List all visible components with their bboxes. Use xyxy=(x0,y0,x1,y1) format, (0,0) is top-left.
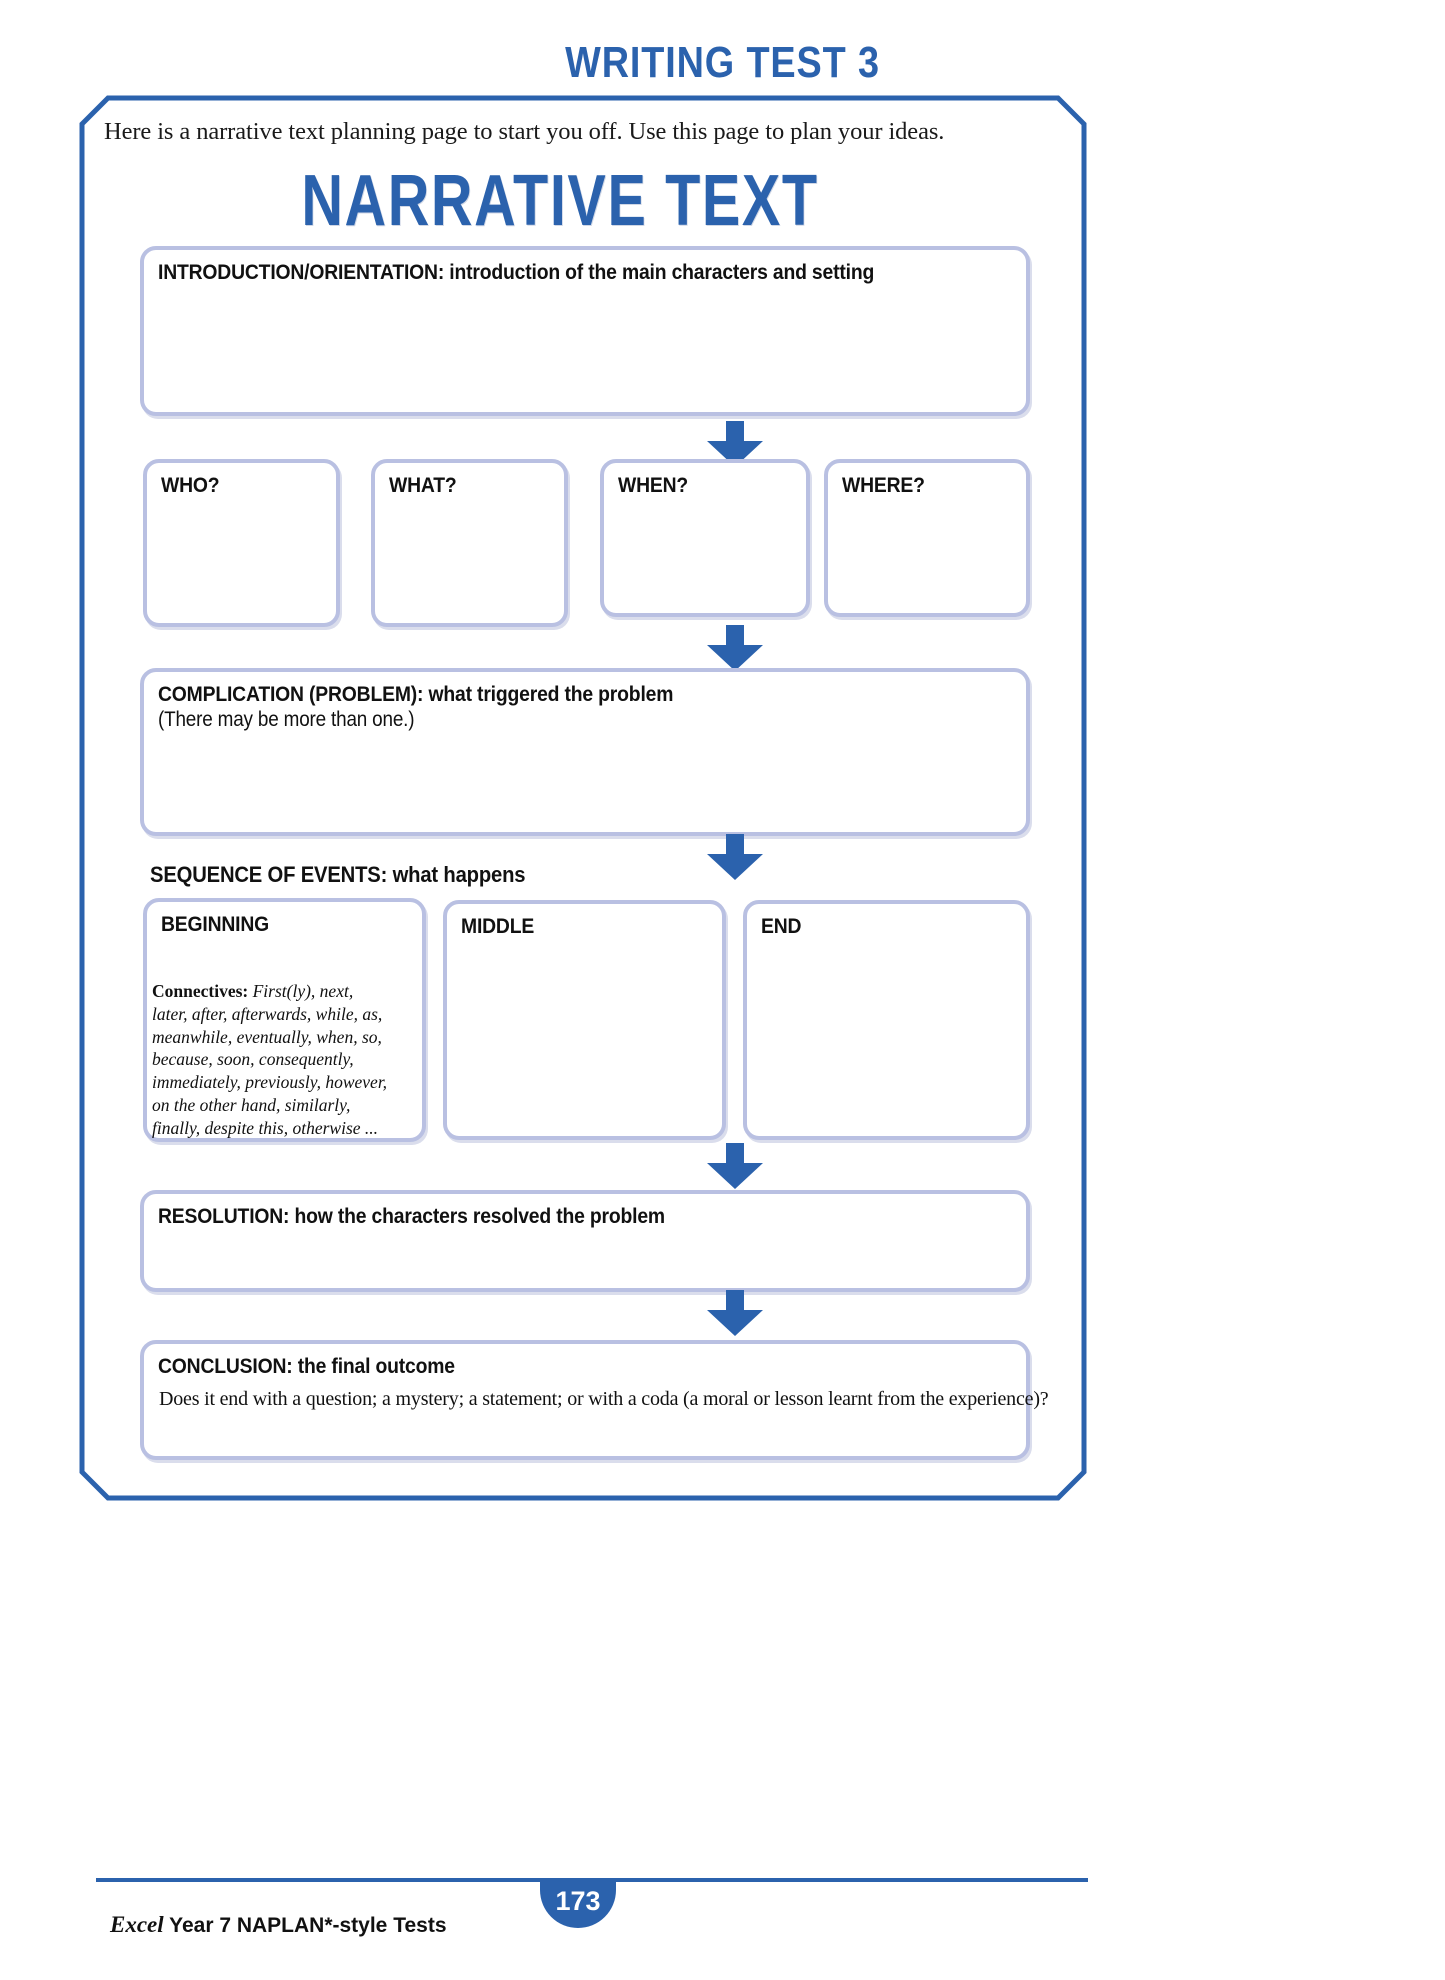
sequence-heading-rest: what happens xyxy=(387,862,526,887)
what-box[interactable]: WHAT? xyxy=(371,459,568,627)
frame-outline xyxy=(79,95,1087,1501)
middle-box[interactable]: MIDDLE xyxy=(443,900,726,1140)
down-arrow-icon xyxy=(707,1290,763,1336)
footer-brand: Excel xyxy=(110,1912,164,1937)
introduction-orientation-box[interactable]: INTRODUCTION/ORIENTATION: introduction o… xyxy=(140,246,1030,416)
sequence-heading-bold: SEQUENCE OF EVENTS: xyxy=(150,862,388,887)
introduction-heading-rest: introduction of the main characters and … xyxy=(444,260,875,284)
complication-heading-rest: what triggered the problem xyxy=(423,682,674,706)
end-label: END xyxy=(761,914,802,938)
where-label: WHERE? xyxy=(842,473,925,497)
page-number-badge: 173 xyxy=(540,1878,616,1928)
beginning-label: BEGINNING xyxy=(161,912,270,936)
where-box[interactable]: WHERE? xyxy=(824,459,1030,617)
who-label: WHO? xyxy=(161,473,220,497)
down-arrow-icon xyxy=(707,1143,763,1189)
complication-box[interactable]: COMPLICATION (PROBLEM): what triggered t… xyxy=(140,668,1030,836)
resolution-heading-bold: RESOLUTION: xyxy=(158,1204,290,1228)
resolution-box[interactable]: RESOLUTION: how the characters resolved … xyxy=(140,1190,1030,1292)
introduction-heading-bold: INTRODUCTION/ORIENTATION: xyxy=(158,260,445,284)
middle-label: MIDDLE xyxy=(461,914,535,938)
conclusion-subtext: Does it end with a question; a mystery; … xyxy=(159,1388,1049,1410)
complication-subtext: (There may be more than one.) xyxy=(158,708,415,732)
complication-heading-bold: COMPLICATION (PROBLEM): xyxy=(158,682,424,706)
conclusion-heading-bold: CONCLUSION: xyxy=(158,1354,293,1378)
conclusion-label: CONCLUSION: the final outcome xyxy=(158,1354,1039,1379)
instruction-text: Here is a narrative text planning page t… xyxy=(104,118,945,145)
what-label: WHAT? xyxy=(389,473,457,497)
complication-label: COMPLICATION (PROBLEM): what triggered t… xyxy=(158,682,1039,733)
down-arrow-icon xyxy=(707,421,763,467)
sequence-of-events-label: SEQUENCE OF EVENTS: what happens xyxy=(150,862,526,888)
footer-series: Excel Year 7 NAPLAN*-style Tests xyxy=(110,1912,447,1938)
when-label: WHEN? xyxy=(618,473,689,497)
beginning-box[interactable]: BEGINNING xyxy=(143,898,426,1142)
connectives-note: Connectives: First(ly), next, later, aft… xyxy=(152,980,392,1139)
resolution-heading-rest: how the characters resolved the problem xyxy=(289,1204,666,1228)
connectives-list: First(ly), next, later, after, afterward… xyxy=(152,981,388,1138)
planner-title: NARRATIVE TEXT xyxy=(301,161,819,241)
conclusion-box[interactable]: CONCLUSION: the final outcome Does it en… xyxy=(140,1340,1049,1460)
page-title: WRITING TEST 3 xyxy=(565,38,880,87)
down-arrow-icon xyxy=(707,834,763,880)
when-box[interactable]: WHEN? xyxy=(600,459,810,617)
footer-series-text: Year 7 NAPLAN*-style Tests xyxy=(163,1914,447,1937)
down-arrow-icon xyxy=(707,625,763,671)
resolution-label: RESOLUTION: how the characters resolved … xyxy=(158,1204,1039,1229)
conclusion-heading-rest: the final outcome xyxy=(292,1354,455,1378)
end-box[interactable]: END xyxy=(743,900,1030,1140)
introduction-orientation-label: INTRODUCTION/ORIENTATION: introduction o… xyxy=(158,260,1039,285)
who-box[interactable]: WHO? xyxy=(143,459,340,627)
connectives-label: Connectives: xyxy=(152,981,249,1001)
content-frame xyxy=(79,95,1087,1501)
